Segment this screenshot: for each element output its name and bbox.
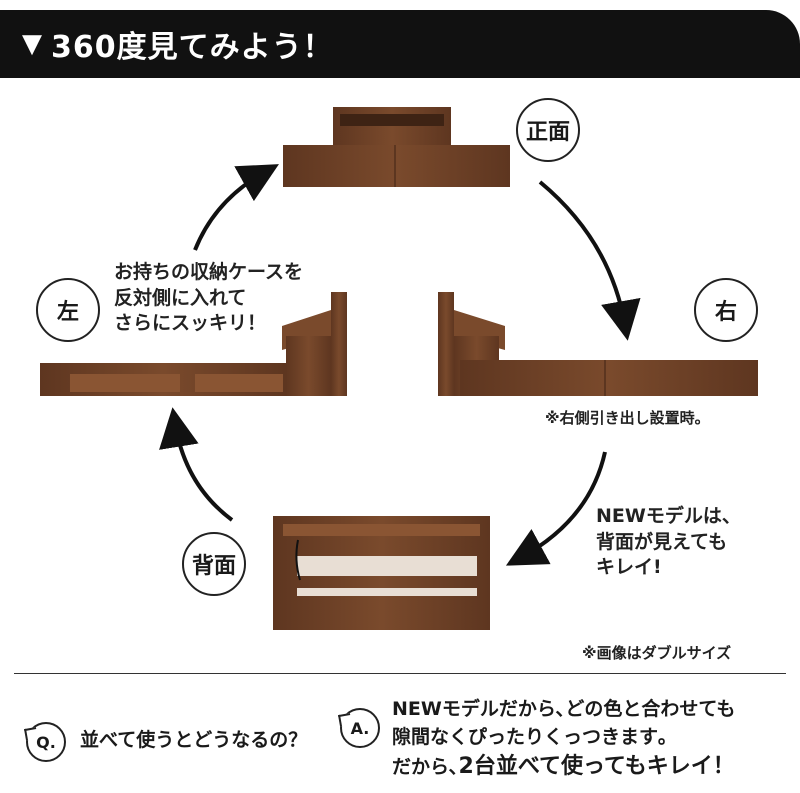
left-note: お持ちの収納ケースを 反対側に入れて さらにスッキリ！: [114, 261, 304, 335]
bed-left-view: [40, 292, 347, 396]
image-size-note: ※画像はダブルサイズ: [582, 644, 732, 662]
bed-back-view: [273, 516, 490, 630]
question-text: 並べて使うとどうなるの？: [80, 729, 308, 751]
answer-bubble: A.: [340, 708, 380, 748]
arrow-back-to-left: [159, 407, 234, 522]
arrow-front-to-right: [538, 180, 641, 341]
question-bubble: Q.: [26, 722, 66, 762]
answer-text: NEWモデルだから､どの色と合わせても 隙間なくぴったりくっつきます｡ だから､…: [392, 698, 736, 780]
arrow-right-to-back: [505, 451, 607, 566]
arrow-left-to-front: [193, 164, 279, 251]
front-view-label: 正面: [516, 98, 580, 162]
section-divider: [14, 673, 786, 674]
left-view-label: 左: [36, 278, 100, 342]
back-view-label: 背面: [182, 532, 246, 596]
diagram-graphics: [40, 107, 758, 630]
down-triangle-icon: ▼: [22, 29, 43, 59]
section-title: 360度見てみよう！: [51, 30, 334, 65]
section-header: ▼ 360度見てみよう！: [0, 10, 800, 78]
bed-front-view: [283, 107, 510, 187]
back-note: NEWモデルは、 背面が見えても キレイ!: [596, 505, 741, 579]
right-view-label: 右: [694, 278, 758, 342]
right-drawer-note: ※右側引き出し設置時。: [545, 409, 710, 427]
bed-right-view: [438, 292, 758, 396]
rotation-diagram: 正面 右 左 背面 お持ちの収納ケースを 反対側に入れて さらにスッキリ！ ※右…: [0, 80, 800, 680]
